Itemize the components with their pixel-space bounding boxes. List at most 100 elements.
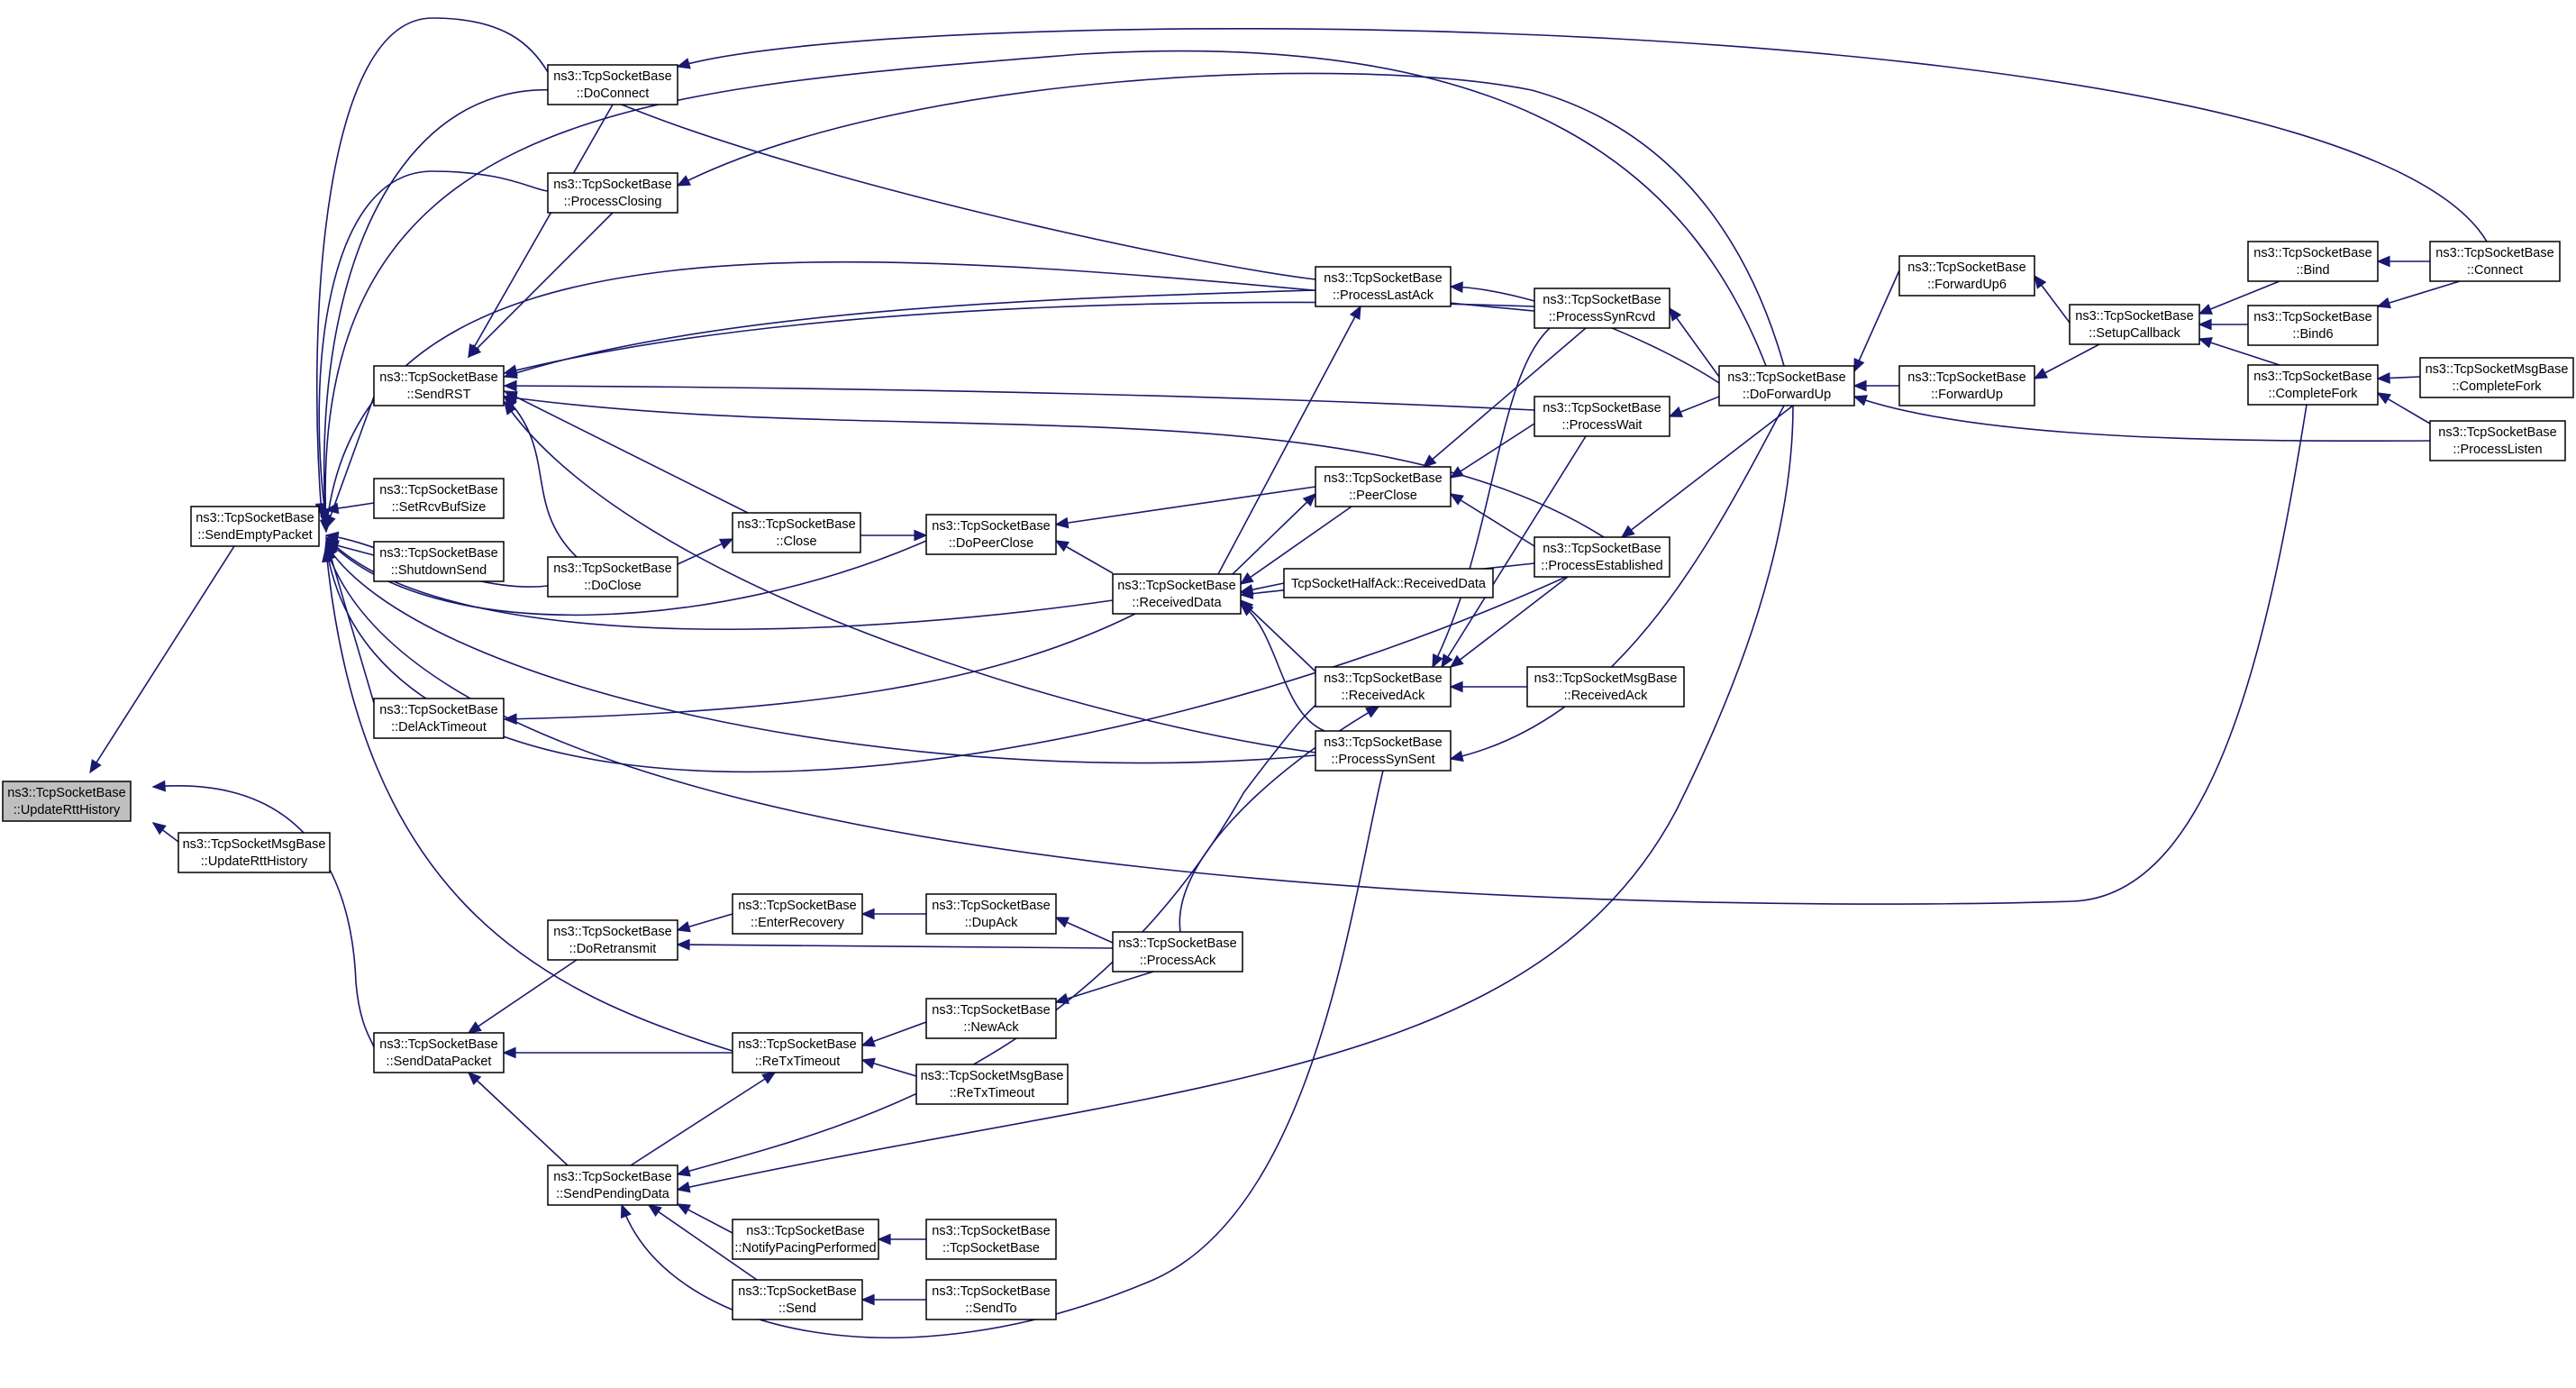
graph-node-msg-cfork[interactable]: ns3::TcpSocketMsgBase::CompleteFork	[2419, 357, 2574, 398]
graph-node-delack[interactable]: ns3::TcpSocketBase::DelAckTimeout	[373, 698, 505, 739]
graph-node-halfack[interactable]: TcpSocketHalfAck::ReceivedData	[1283, 568, 1494, 598]
edge-n_psynsent-to-n_rdata	[1239, 603, 1325, 732]
node-box	[1898, 365, 2035, 406]
edge-line	[1432, 327, 1551, 668]
edge-line	[325, 549, 733, 1052]
arrowhead-icon	[1852, 395, 1868, 406]
node-box	[1283, 568, 1494, 598]
node-box	[732, 512, 861, 553]
graph-node-close[interactable]: ns3::TcpSocketBase::Close	[732, 512, 861, 553]
edge-n_plisten-to-n_cfork	[2376, 392, 2431, 425]
graph-node-plastack[interactable]: ns3::TcpSocketBase::ProcessLastAck	[1315, 266, 1452, 307]
arrowhead-icon	[1365, 706, 1380, 718]
graph-node-psynsent[interactable]: ns3::TcpSocketBase::ProcessSynSent	[1315, 730, 1452, 772]
node-box	[547, 919, 678, 961]
arrowhead-icon	[1349, 305, 1361, 321]
graph-node-ctor[interactable]: ns3::TcpSocketBase::TcpSocketBase	[925, 1219, 1057, 1260]
graph-node-retx[interactable]: ns3::TcpSocketBase::ReTxTimeout	[732, 1032, 863, 1073]
arrowhead-icon	[1441, 653, 1453, 669]
edge-line	[1240, 506, 1352, 585]
graph-node-sep[interactable]: ns3::TcpSocketBase::SendEmptyPacket	[190, 506, 320, 547]
graph-node-setcb[interactable]: ns3::TcpSocketBase::SetupCallback	[2069, 304, 2200, 345]
edge-line	[677, 698, 1325, 1175]
graph-node-dopeer[interactable]: ns3::TcpSocketBase::DoPeerClose	[925, 514, 1057, 555]
edge-n_connect-to-n_bind6	[2376, 280, 2461, 309]
node-box	[373, 478, 505, 519]
graph-node-bind6[interactable]: ns3::TcpSocketBase::Bind6	[2247, 305, 2379, 346]
graph-node-shut[interactable]: ns3::TcpSocketBase::ShutdownSend	[373, 541, 505, 582]
graph-node-doretx[interactable]: ns3::TcpSocketBase::DoRetransmit	[547, 919, 678, 961]
edge-line	[325, 545, 1587, 773]
node-box	[1112, 931, 1243, 973]
edge-n_fu6-to-n_dfu	[1853, 269, 1900, 373]
edge-line	[468, 104, 614, 358]
edge-n_enterrec-to-n_doretx	[676, 913, 733, 933]
graph-node-bind[interactable]: ns3::TcpSocketBase::Bind	[2247, 241, 2379, 282]
graph-node-msg-retx[interactable]: ns3::TcpSocketMsgBase::ReTxTimeout	[915, 1064, 1069, 1105]
node-box	[547, 64, 678, 105]
node-box	[925, 514, 1057, 555]
node-method-label: ::Bind6	[2292, 327, 2333, 342]
arrowhead-icon	[503, 392, 518, 405]
edge-line	[1450, 405, 1785, 760]
graph-node-fu6[interactable]: ns3::TcpSocketBase::ForwardUp6	[1898, 255, 2035, 297]
graph-node-cfork[interactable]: ns3::TcpSocketBase::CompleteFork	[2247, 364, 2379, 406]
graph-node-pwait[interactable]: ns3::TcpSocketBase::ProcessWait	[1534, 396, 1670, 437]
graph-node-rdata[interactable]: ns3::TcpSocketBase::ReceivedData	[1112, 573, 1242, 615]
edge-n_spd-to-n_sdp	[467, 1071, 569, 1166]
node-method-label: ::ReTxTimeout	[950, 1086, 1035, 1100]
graph-node-send[interactable]: ns3::TcpSocketBase::Send	[732, 1279, 863, 1320]
graph-node-plisten[interactable]: ns3::TcpSocketBase::ProcessListen	[2429, 420, 2566, 461]
graph-node-peerclose[interactable]: ns3::TcpSocketBase::PeerClose	[1315, 466, 1452, 507]
graph-node-connect[interactable]: ns3::TcpSocketBase::Connect	[2429, 241, 2561, 282]
graph-node-newack[interactable]: ns3::TcpSocketBase::NewAck	[925, 998, 1057, 1039]
graph-node-pclosing[interactable]: ns3::TcpSocketBase::ProcessClosing	[547, 172, 678, 214]
graph-node-spd[interactable]: ns3::TcpSocketBase::SendPendingData	[547, 1164, 678, 1206]
node-class-label: ns3::TcpSocketBase	[932, 1284, 1050, 1299]
graph-node-pest[interactable]: ns3::TcpSocketBase::ProcessEstablished	[1534, 536, 1670, 578]
graph-node-msg-rack[interactable]: ns3::TcpSocketMsgBase::ReceivedAck	[1526, 666, 1685, 708]
node-class-label: ns3::TcpSocketBase	[553, 69, 671, 84]
node-class-label: ns3::TcpSocketBase	[553, 1170, 671, 1184]
graph-node-doconnect[interactable]: ns3::TcpSocketBase::DoConnect	[547, 64, 678, 105]
edge-n_dfu-to-n_pest	[1620, 405, 1794, 538]
node-method-label: ::SendDataPacket	[387, 1055, 492, 1069]
graph-node-srbs[interactable]: ns3::TcpSocketBase::SetRcvBufSize	[373, 478, 505, 519]
edge-n_pwait-to-n_peerclose	[1449, 423, 1535, 479]
node-class-label: TcpSocketHalfAck::ReceivedData	[1291, 577, 1487, 591]
graph-node-pack[interactable]: ns3::TcpSocketBase::ProcessAck	[1112, 931, 1243, 973]
node-box	[925, 893, 1057, 935]
graph-node-fu[interactable]: ns3::TcpSocketBase::ForwardUp	[1898, 365, 2035, 406]
edge-line	[323, 89, 1316, 533]
edge-n_pest-to-n_peerclose	[1449, 493, 1535, 547]
graph-node-sendto[interactable]: ns3::TcpSocketBase::SendTo	[925, 1279, 1057, 1320]
edge-n_doconnect-to-n_rst	[468, 104, 614, 359]
edge-line	[648, 1204, 758, 1281]
node-box	[547, 1164, 678, 1206]
arrowhead-icon	[1449, 281, 1463, 294]
graph-node-dupack[interactable]: ns3::TcpSocketBase::DupAck	[925, 893, 1057, 935]
graph-node-npp[interactable]: ns3::TcpSocketBase::NotifyPacingPerforme…	[732, 1219, 879, 1260]
node-method-label: ::SendRST	[407, 388, 471, 402]
graph-node-sdp[interactable]: ns3::TcpSocketBase::SendDataPacket	[373, 1032, 505, 1073]
graph-node-psynrcvd[interactable]: ns3::TcpSocketBase::ProcessSynRcvd	[1534, 288, 1670, 329]
graph-node-rack[interactable]: ns3::TcpSocketBase::ReceivedAck	[1315, 666, 1452, 708]
arrowhead-icon	[860, 1057, 876, 1070]
arrowhead-icon	[467, 343, 482, 359]
node-box	[1534, 536, 1670, 578]
arrowhead-icon	[503, 379, 517, 392]
graph-node-rst[interactable]: ns3::TcpSocketBase::SendRST	[373, 365, 505, 406]
graph-node-dfu[interactable]: ns3::TcpSocketBase::DoForwardUp	[1718, 365, 1855, 406]
arrowhead-icon	[89, 759, 102, 774]
graph-node-enterrec[interactable]: ns3::TcpSocketBase::EnterRecovery	[732, 893, 863, 935]
edge-n_pack-to-n_dupack	[1054, 917, 1114, 944]
graph-node-doclose[interactable]: ns3::TcpSocketBase::DoClose	[547, 556, 678, 598]
node-class-label: ns3::TcpSocketBase	[1543, 401, 1661, 415]
node-class-label: ns3::TcpSocketBase	[379, 483, 497, 498]
arrowhead-icon	[718, 538, 734, 550]
node-class-label: ns3::TcpSocketBase	[738, 1037, 856, 1052]
arrowhead-icon	[676, 938, 690, 951]
node-box	[2419, 357, 2574, 398]
graph-node-msg-urh[interactable]: ns3::TcpSocketMsgBase::UpdateRttHistory	[177, 832, 331, 873]
